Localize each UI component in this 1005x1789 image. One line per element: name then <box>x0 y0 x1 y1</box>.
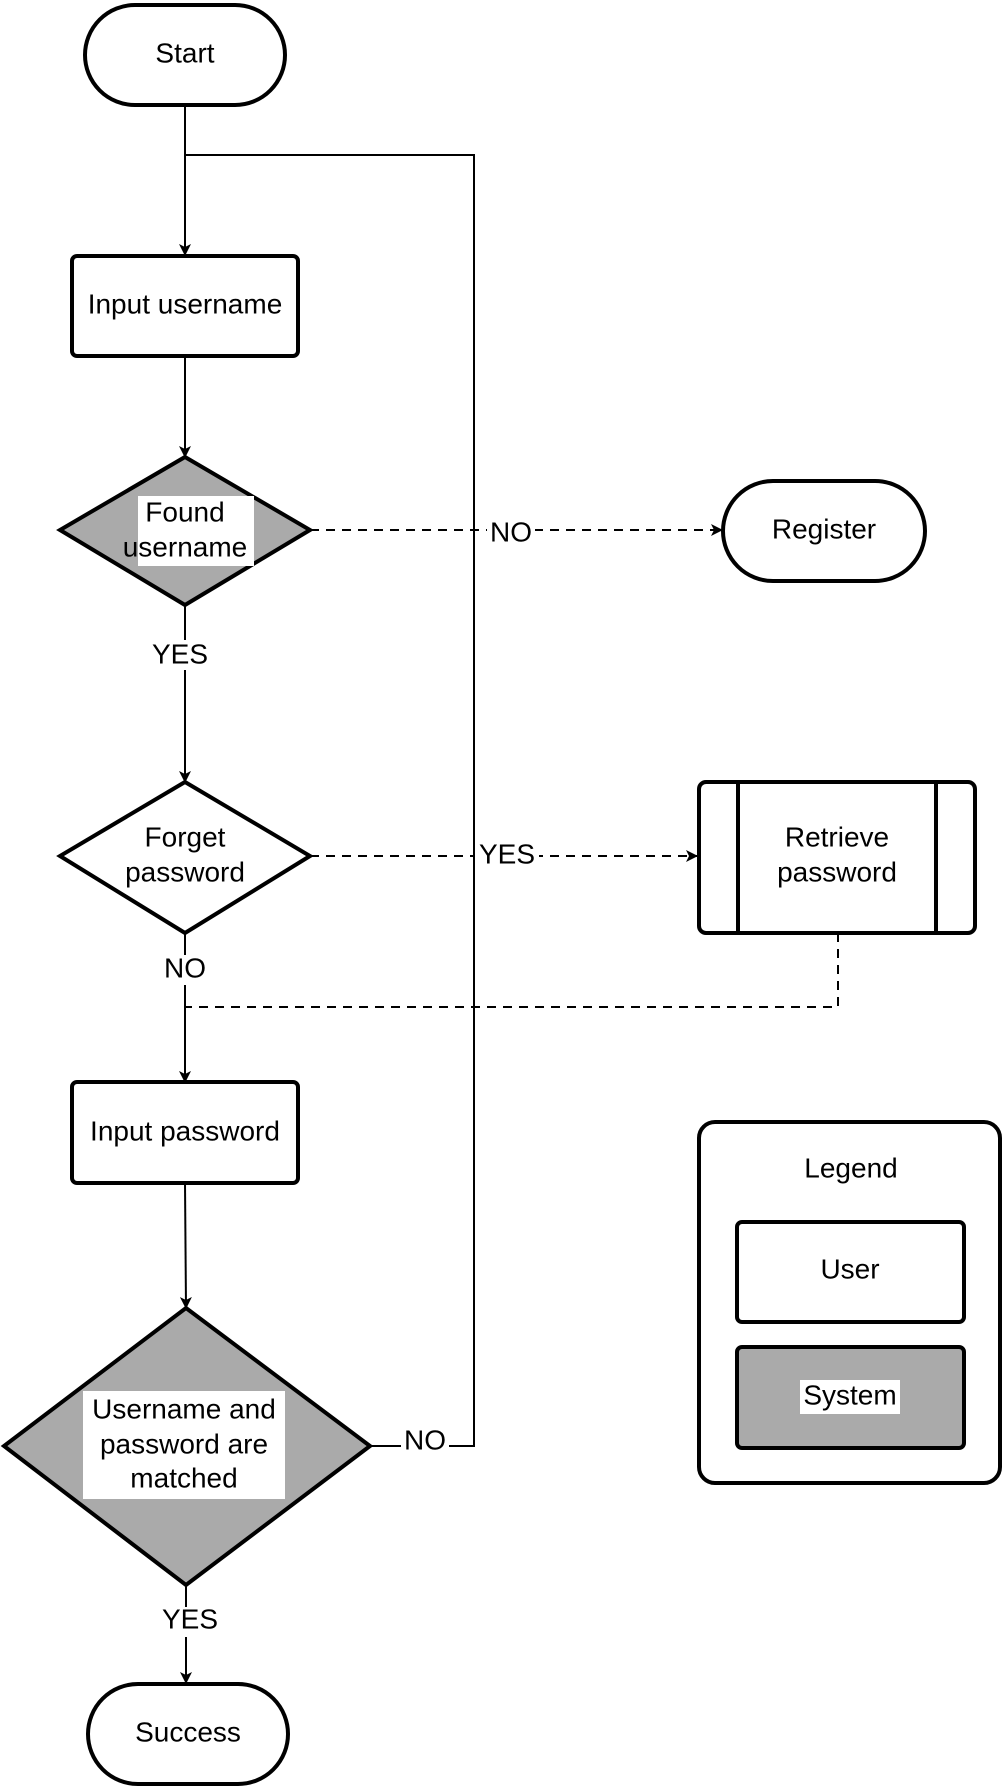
forget-password-label-line1: Forget <box>145 821 226 852</box>
start-node: Start <box>83 3 287 107</box>
input-password-node: Input password <box>70 1080 300 1185</box>
matched-label-line1: Username and <box>92 1393 276 1424</box>
edge-retrieve-back <box>185 933 839 1008</box>
input-password-label: Input password <box>90 1115 280 1146</box>
legend-title: Legend <box>804 1152 897 1183</box>
text-background <box>83 1391 285 1499</box>
text-background <box>138 496 254 566</box>
legend: Legend User System <box>697 1120 1002 1485</box>
label-background <box>487 515 535 545</box>
text-background <box>800 1380 900 1414</box>
matched-label-line2: password are <box>100 1428 268 1459</box>
edge-input-password-to-matched <box>179 1182 192 1309</box>
register-label: Register <box>772 513 876 544</box>
terminal-shape <box>83 3 287 107</box>
success-label: Success <box>135 1716 241 1747</box>
found-username-label-line1: Found <box>145 496 224 527</box>
retrieve-password-label-line1: Retrieve <box>785 821 889 852</box>
terminal-shape <box>86 1682 290 1786</box>
label-background <box>475 840 539 870</box>
matched-yes-label: YES <box>162 1603 218 1634</box>
retrieve-password-node: Retrieve password <box>697 780 977 935</box>
label-background <box>158 1607 222 1637</box>
forget-password-node: Forget password <box>56 779 314 936</box>
decision-shape <box>56 779 314 936</box>
forget-password-label-line2: password <box>125 856 245 887</box>
input-username-label: Input username <box>88 288 283 319</box>
terminal-shape <box>721 479 927 583</box>
matched-label-line3: matched <box>130 1462 237 1493</box>
label-background <box>401 1431 449 1461</box>
predefined-process-shape <box>697 780 977 935</box>
legend-user-label: User <box>820 1253 879 1284</box>
label-background <box>148 640 212 670</box>
matched-node: Username and password are matched <box>0 1305 374 1588</box>
start-label: Start <box>155 37 214 68</box>
retrieve-password-label-line2: password <box>777 856 897 887</box>
found-username-node: Found username <box>56 454 314 608</box>
forget-no-label: NO <box>164 952 206 983</box>
forget-yes-label: YES <box>479 838 535 869</box>
label-background <box>160 955 210 985</box>
success-node: Success <box>86 1682 290 1786</box>
process-shape <box>70 1080 300 1185</box>
found-no-label: NO <box>490 516 532 547</box>
legend-system-label: System <box>803 1379 896 1410</box>
register-node: Register <box>721 479 927 583</box>
found-yes-label: YES <box>152 638 208 669</box>
found-username-label-line2: username <box>123 531 248 562</box>
process-shape <box>70 254 300 358</box>
matched-no-label: NO <box>404 1424 446 1455</box>
input-username-node: Input username <box>70 254 300 358</box>
edge-labels: NO YES YES NO NO YES <box>148 515 539 1637</box>
legend-user-swatch <box>735 1220 966 1324</box>
